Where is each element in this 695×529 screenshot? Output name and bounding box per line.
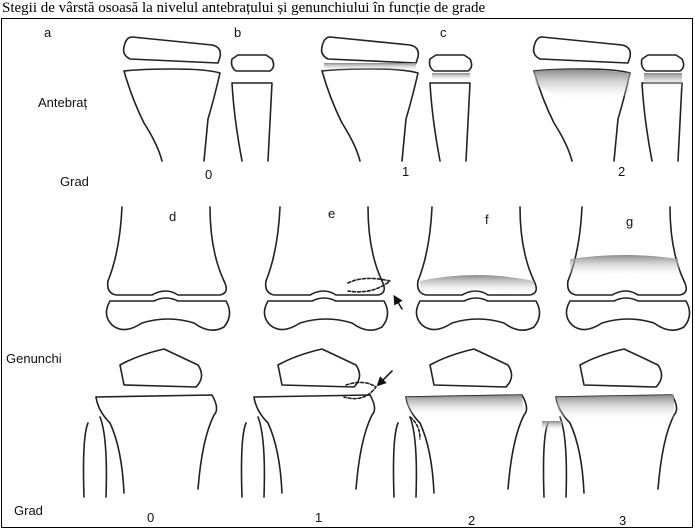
knee-f-femur-epiphysis [416, 298, 539, 330]
knee-e-fibula-left [242, 423, 247, 497]
knee-e-femur-right [368, 207, 382, 281]
knee-f-tibia-epiphysis [430, 349, 512, 387]
knee-e-femur-left [266, 207, 280, 281]
figure-caption: Stegii de vârstă osoasă la nivelul anteb… [0, 0, 695, 18]
knee-d-femur-left [108, 207, 122, 281]
knee-g-femur-metaphysis [568, 281, 687, 295]
knee-g-femur-epiphysis [566, 298, 689, 330]
forearm-c-ulna-epiphysis [642, 55, 684, 71]
forearm-b-ulna-shaft-right [430, 83, 470, 161]
knee-f-femur-fusion-shade [420, 275, 534, 295]
knee-f-femur-left [418, 207, 432, 281]
forearm-b-ulna-epiphysis [430, 55, 472, 71]
knee-g-tibia-fusion-shade [556, 395, 674, 421]
forearm-b-ulna-shaft-left [430, 83, 440, 161]
knee-e-femur-arrow [396, 299, 402, 309]
forearm-panel-letter-c: c [440, 25, 447, 40]
forearm-grade-0: 0 [205, 167, 212, 182]
forearm-a-ulna-shaft-left [232, 83, 242, 161]
knee-e-femur-epiphysis [264, 298, 387, 330]
forearm-b-fusion-shade-radius [324, 63, 416, 71]
knee-row-label: Genunchi [6, 351, 62, 366]
knee-d-femur-right [210, 207, 224, 281]
knee-grade-1: 1 [315, 510, 322, 525]
knee-panel-letter-f: f [485, 212, 489, 227]
forearm-c-fusion-shade-ulna [644, 73, 682, 89]
forearm-a-ulna-shaft-right [232, 83, 272, 161]
knee-grade-2: 2 [468, 513, 475, 528]
knee-d-tibia-epiphysis [120, 349, 202, 387]
knee-grade-label: Grad [14, 503, 43, 518]
knee-f-tibia-fusion-shade [406, 395, 524, 417]
forearm-grade-label: Grad [60, 174, 89, 189]
knee-d-femur-metaphysis [108, 281, 227, 295]
forearm-c-ulna-shaft-left [642, 83, 652, 161]
knee-f-fibula-left [394, 423, 399, 497]
forearm-c-ulna-shaft-right [642, 83, 682, 161]
knee-e-tibia-right [254, 395, 375, 489]
forearm-c-fusion-shade-radius [534, 69, 630, 102]
forearm-b-fusion-shade-ulna [432, 73, 470, 81]
knee-f-femur-right [520, 207, 534, 281]
knee-e-femur-metaphysis [266, 281, 385, 295]
knee-d-tibia-left [96, 397, 124, 493]
knee-panel-letter-d: d [169, 209, 176, 224]
forearm-c-radius-epiphysis [534, 37, 631, 63]
knee-g-fibula-left [544, 423, 549, 497]
knee-e-tibia-left [254, 397, 282, 493]
forearm-a-radius-shaft-left [124, 71, 162, 161]
forearm-a-radius-epiphysis [124, 37, 221, 63]
knee-e-fibula-right [258, 417, 264, 497]
knee-g-fibula-fusion-shade [542, 421, 562, 431]
knee-grade-3: 3 [619, 513, 626, 528]
knee-grade-0: 0 [147, 510, 154, 525]
knee-e-tibia-arrow [380, 371, 392, 383]
knee-g-femur-fusion-shade [570, 255, 680, 277]
forearm-a-radius-shaft-right [124, 69, 220, 161]
forearm-grade-1: 1 [402, 164, 409, 179]
knee-panel-letter-g: g [626, 214, 633, 229]
knee-e-tibia-epiphysis [278, 349, 360, 387]
forearm-grade-2: 2 [618, 164, 625, 179]
forearm-row-label: Antebraț [38, 95, 87, 110]
knee-d-tibia-right [96, 395, 217, 489]
forearm-b-radius-shaft-right [322, 69, 418, 161]
forearm-a-ulna-epiphysis [232, 55, 274, 71]
forearm-b-radius-shaft-left [322, 71, 360, 161]
figure-frame: a b c Antebraț Grad 0 1 2 d e f g Genunc… [1, 18, 693, 528]
forearm-panel-letter-a: a [44, 25, 51, 40]
knee-d-fibula-left [84, 423, 89, 497]
knee-f-fibula-right [410, 417, 416, 497]
forearm-panel-letter-b: b [234, 25, 241, 40]
knee-d-femur-epiphysis [106, 298, 229, 330]
knee-panel-letter-e: e [328, 206, 335, 221]
forearm-b-radius-epiphysis [322, 37, 419, 63]
knee-g-tibia-epiphysis [580, 349, 662, 387]
bone-illustrations [2, 19, 692, 527]
knee-d-fibula-right [100, 417, 106, 497]
